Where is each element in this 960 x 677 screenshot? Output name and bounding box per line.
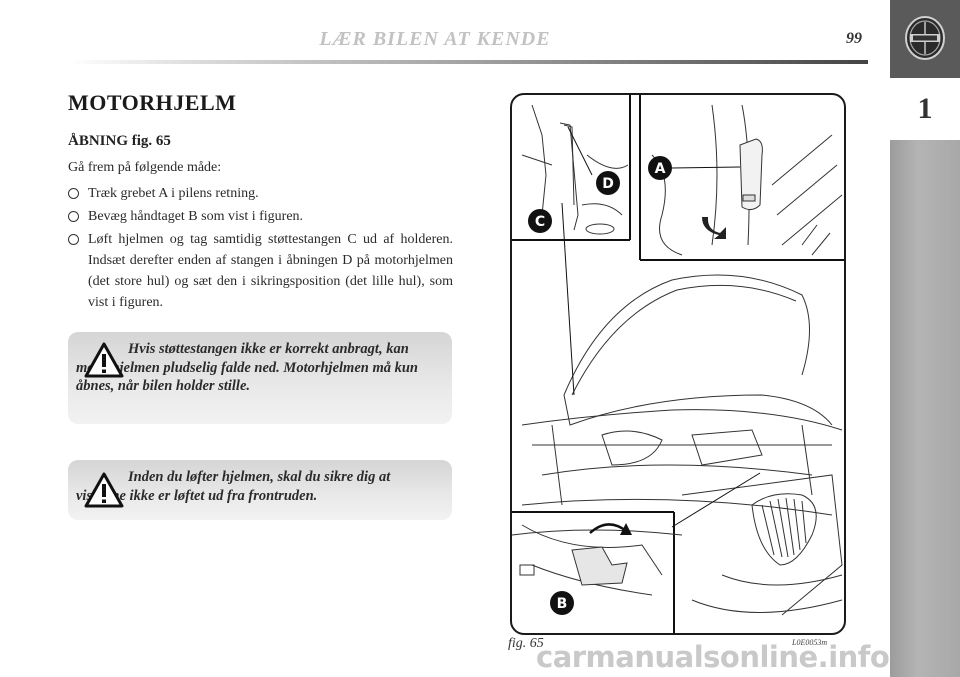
step-text: Bevæg håndtaget B som vist i figuren. xyxy=(88,209,304,224)
intro-text: Gå frem på følgende måde: xyxy=(68,160,222,175)
chapter-number: 1 xyxy=(917,92,933,125)
subsection-title: ÅBNING fig. 65 xyxy=(68,133,171,149)
warning-triangle-icon xyxy=(84,342,124,378)
callout-b-label: B xyxy=(557,596,568,612)
lancia-logo-icon xyxy=(905,16,945,60)
pull-arrow-icon xyxy=(702,217,726,239)
callout-c-label: C xyxy=(535,214,545,230)
figure-65: A D C B xyxy=(510,93,846,635)
running-header: LÆR BILEN AT KENDE xyxy=(319,28,551,50)
callout-d: D xyxy=(596,171,620,195)
chapter-tab: 1 xyxy=(890,0,960,677)
callout-a: A xyxy=(648,156,672,180)
bullet-icon xyxy=(68,234,79,245)
list-item: Løft hjelmen og tag samtidig støttestang… xyxy=(68,229,453,313)
callout-a-label: A xyxy=(655,161,666,177)
chapter-tab-top xyxy=(890,0,960,78)
watermark: carmanualsonline.info xyxy=(536,640,890,674)
callout-d-label: D xyxy=(602,176,614,192)
warning-box: Hvis støttestangen ikke er korrekt anbra… xyxy=(68,332,452,424)
rotate-arrow-head-icon xyxy=(620,523,632,535)
callout-b: B xyxy=(550,591,574,615)
step-text: Løft hjelmen og tag samtidig støttestang… xyxy=(88,232,453,310)
bullet-icon xyxy=(68,188,79,199)
figure-code: L0E0053m xyxy=(792,638,828,647)
bonnet-illustration: A D C B xyxy=(512,95,844,633)
rotate-arrow-icon xyxy=(589,523,627,534)
bullet-icon xyxy=(68,211,79,222)
step-text: Træk grebet A i pilens retning. xyxy=(88,186,259,201)
callout-c: C xyxy=(528,209,552,233)
header-rule xyxy=(68,60,868,64)
warning-text: Inden du løfter hjelmen, skal du sikre d… xyxy=(76,469,391,504)
warning-text: Hvis støttestangen ikke er korrekt anbra… xyxy=(76,341,418,394)
page-number: 99 xyxy=(846,30,862,47)
warning-triangle-icon xyxy=(84,472,124,508)
list-item: Bevæg håndtaget B som vist i figuren. xyxy=(68,206,453,227)
steps-list: Træk grebet A i pilens retning. Bevæg hå… xyxy=(68,183,453,315)
chapter-number-box: 1 xyxy=(890,78,960,140)
warning-box: Inden du løfter hjelmen, skal du sikre d… xyxy=(68,460,452,520)
list-item: Træk grebet A i pilens retning. xyxy=(68,183,453,204)
figure-caption: fig. 65 xyxy=(508,636,544,651)
section-title: MOTORHJELM xyxy=(68,90,237,115)
